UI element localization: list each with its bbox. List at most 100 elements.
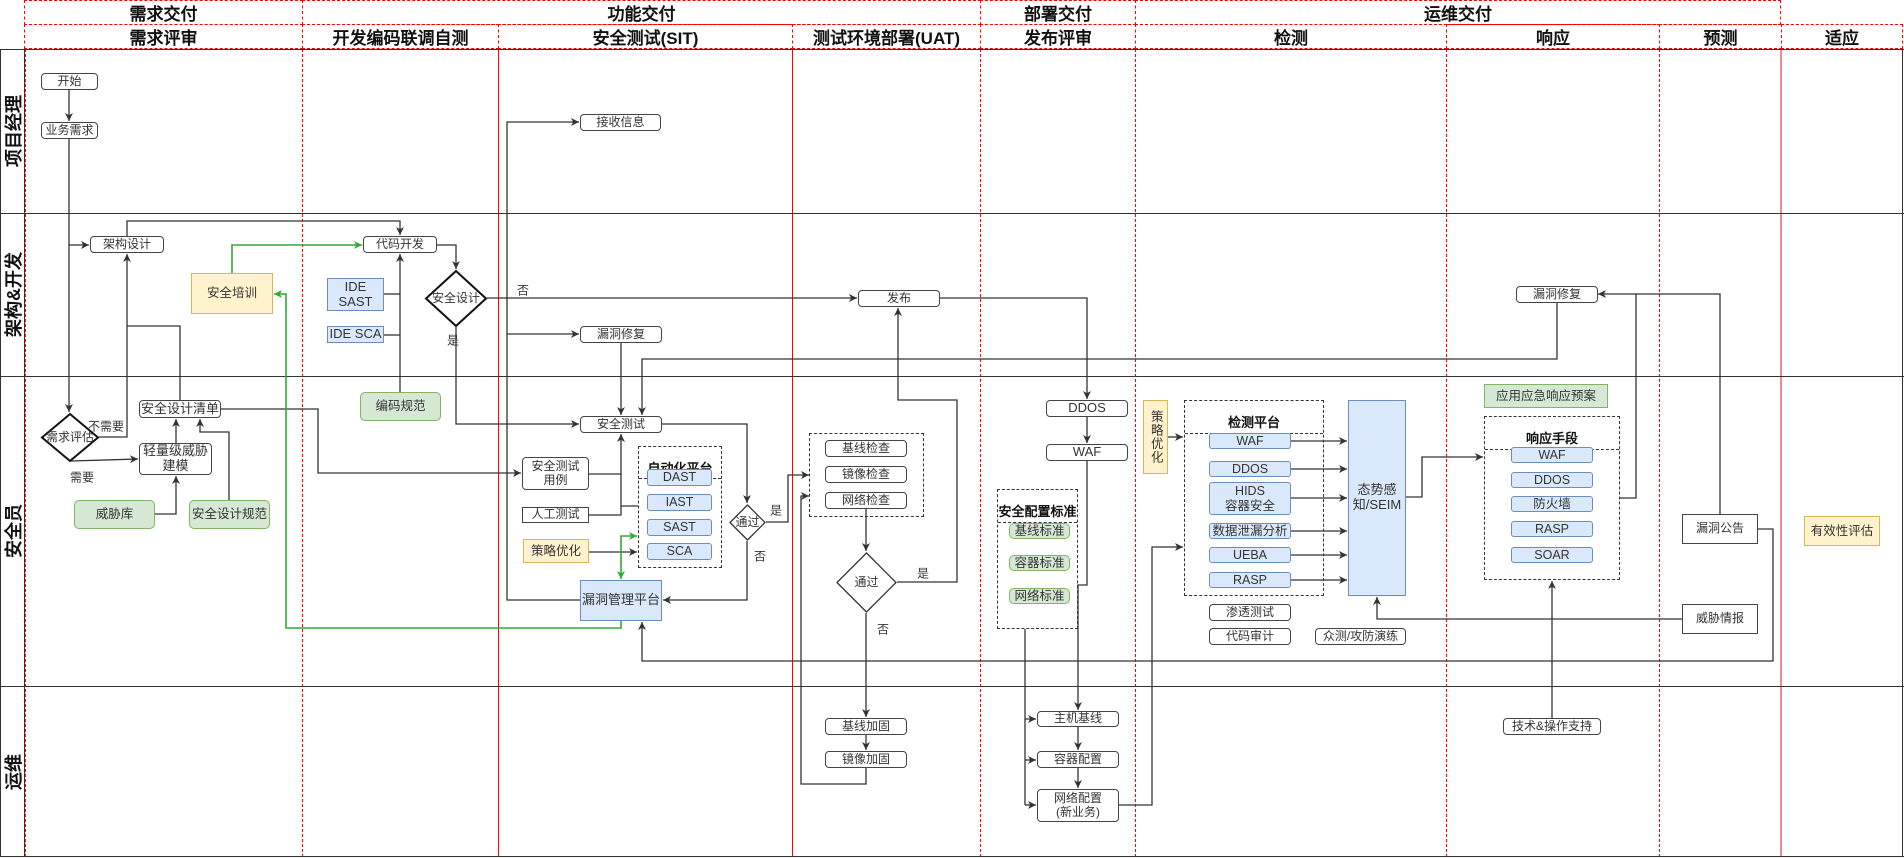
security-test-node: 安全测试 xyxy=(580,416,662,433)
lane-operations: 运维 xyxy=(0,686,25,857)
column-divider xyxy=(1659,49,1660,857)
response-item-waf: WAF xyxy=(1511,447,1593,463)
lane-label: 架构&开发 xyxy=(3,252,24,337)
detect-item-ueba: UEBA xyxy=(1209,547,1291,563)
coding-spec-node: 编码规范 xyxy=(360,392,441,421)
edge-vuln-notice-join xyxy=(1636,293,1721,514)
edge-image-harden-loop-to-uat xyxy=(800,492,867,785)
edge-seim-to-response-means xyxy=(1406,453,1483,498)
edge-ops-vuln-fix-to-security-test xyxy=(638,303,1558,415)
penetration-test-node: 渗透测试 xyxy=(1209,604,1291,621)
stage-test-env-uat: 测试环境部署(UAT) xyxy=(792,24,981,49)
effectiveness-evaluation-node: 有效性评估 xyxy=(1804,516,1880,546)
column-divider xyxy=(1780,49,1782,857)
security-design-checklist-node: 安全设计清单 xyxy=(139,400,221,418)
config-item-container-standard: 容器标准 xyxy=(1009,555,1070,571)
edge-label-sit-yes: 是 xyxy=(769,503,783,518)
vuln-notice-node: 漏洞公告 xyxy=(1682,514,1758,544)
security-design-label: 安全设计 xyxy=(431,290,480,305)
lane-label: 安全员 xyxy=(3,504,24,558)
stage-predict: 预测 xyxy=(1659,24,1782,49)
architecture-design-node: 架构设计 xyxy=(90,236,164,253)
edge-arch-design-to-code-dev xyxy=(126,220,404,236)
automation-item-sast: SAST xyxy=(647,519,712,536)
business-requirement-node: 业务需求 xyxy=(41,122,98,139)
lane-security-officer: 安全员 xyxy=(0,376,25,686)
requirement-assessment-label: 需求评估 xyxy=(45,429,94,444)
column-divider xyxy=(792,49,793,857)
phase-requirement-delivery: 需求交付 xyxy=(24,0,303,25)
code-development-node: 代码开发 xyxy=(363,236,437,253)
start-node: 开始 xyxy=(41,73,98,90)
config-item-network-standard: 网络标准 xyxy=(1009,588,1070,604)
vuln-fix-ops-node: 漏洞修复 xyxy=(1516,286,1598,303)
release-node: 发布 xyxy=(858,290,940,307)
security-design-decision: 安全设计 xyxy=(424,269,488,328)
edge-manual-test-join xyxy=(589,474,622,516)
lane-project-manager: 项目经理 xyxy=(0,49,25,213)
ide-sast-node: IDE SAST xyxy=(327,278,384,311)
lane-label-column xyxy=(0,49,25,857)
edge-label-design-yes: 是 xyxy=(446,333,460,348)
baseline-hardening-node: 基线加固 xyxy=(825,718,907,735)
edge-checklist-to-arch-design xyxy=(127,325,181,400)
security-training-node: 安全培训 xyxy=(191,273,273,314)
edge-threat-lib-to-threat-modeling xyxy=(155,476,180,515)
edge-network-config-to-detect-platform xyxy=(1119,543,1183,806)
lane-label: 项目经理 xyxy=(3,95,24,167)
edge-vuln-mgmt-auto-platform-sync xyxy=(617,532,637,579)
lane-separator xyxy=(0,213,1904,214)
edge-label-needed: 需要 xyxy=(69,470,95,485)
uat-checks-group xyxy=(809,433,924,517)
lane-architecture-dev: 架构&开发 xyxy=(0,213,25,376)
lane-right-border xyxy=(1902,49,1903,857)
column-divider xyxy=(1135,49,1136,857)
uat-item-network-check: 网络检查 xyxy=(825,492,907,509)
uat-item-baseline-check: 基线检查 xyxy=(825,440,907,457)
diamond-shape xyxy=(729,504,766,541)
requirement-assessment-decision: 需求评估 xyxy=(40,412,100,463)
vuln-fix-sit-node: 漏洞修复 xyxy=(580,326,662,343)
response-item-rasp: RASP xyxy=(1511,521,1593,537)
strategy-optimization-detect-node: 策略优化 xyxy=(1143,400,1168,474)
stage-detect: 检测 xyxy=(1135,24,1447,49)
strategy-optimization-sit-node: 策略优化 xyxy=(523,539,589,563)
ide-sca-node: IDE SCA xyxy=(327,326,384,343)
sit-pass-label: 通过 xyxy=(735,514,760,529)
column-divider xyxy=(302,49,303,857)
edge-threat-intel-to-seim xyxy=(1373,597,1682,620)
security-test-cases-node: 安全测试 用例 xyxy=(522,457,589,490)
emergency-response-plan-node: 应用应急响应预案 xyxy=(1484,384,1608,408)
response-item-firewall: 防火墙 xyxy=(1511,496,1593,512)
edge-training-to-code-dev xyxy=(231,241,362,273)
automation-item-dast: DAST xyxy=(647,469,712,486)
edge-release-to-ddos xyxy=(940,297,1091,399)
column-divider xyxy=(980,49,981,857)
stage-security-test-sit: 安全测试(SIT) xyxy=(498,24,793,49)
threat-library-node: 威胁库 xyxy=(74,500,155,529)
code-audit-node: 代码审计 xyxy=(1209,628,1291,645)
diamond-shape xyxy=(836,552,897,613)
stage-dev-coding-selftest: 开发编码联调自测 xyxy=(302,24,499,49)
lane-separator xyxy=(0,856,1904,857)
network-config-node: 网络配置 (新业务) xyxy=(1037,789,1119,822)
diamond-shape xyxy=(40,412,100,463)
lane-label: 运维 xyxy=(3,753,24,790)
config-item-baseline-standard: 基线标准 xyxy=(1009,523,1070,539)
phase-deployment-delivery: 部署交付 xyxy=(980,0,1136,25)
tech-ops-support-node: 技术&操作支持 xyxy=(1503,718,1601,735)
host-baseline-node: 主机基线 xyxy=(1037,711,1119,727)
release-ddos-node: DDOS xyxy=(1046,400,1128,417)
lane-separator xyxy=(0,49,1904,50)
threat-intel-node: 威胁情报 xyxy=(1682,604,1758,634)
column-divider xyxy=(1446,49,1447,857)
security-config-standard-title: 安全配置标准 xyxy=(998,504,1077,523)
edge-test-cases-to-security-test xyxy=(589,434,625,475)
detection-platform-title: 检测平台 xyxy=(1185,415,1323,434)
detect-item-ddos: DDOS xyxy=(1209,461,1291,477)
edge-label-not-needed: 不需要 xyxy=(87,419,125,434)
threat-modeling-node: 轻量级威胁 建模 xyxy=(139,443,212,475)
detect-item-data-leak-analysis: 数据泄漏分析 xyxy=(1209,523,1291,539)
edge-label-uat-yes: 是 xyxy=(916,566,930,581)
edge-vuln-mgmt-to-receive-info xyxy=(506,118,580,601)
